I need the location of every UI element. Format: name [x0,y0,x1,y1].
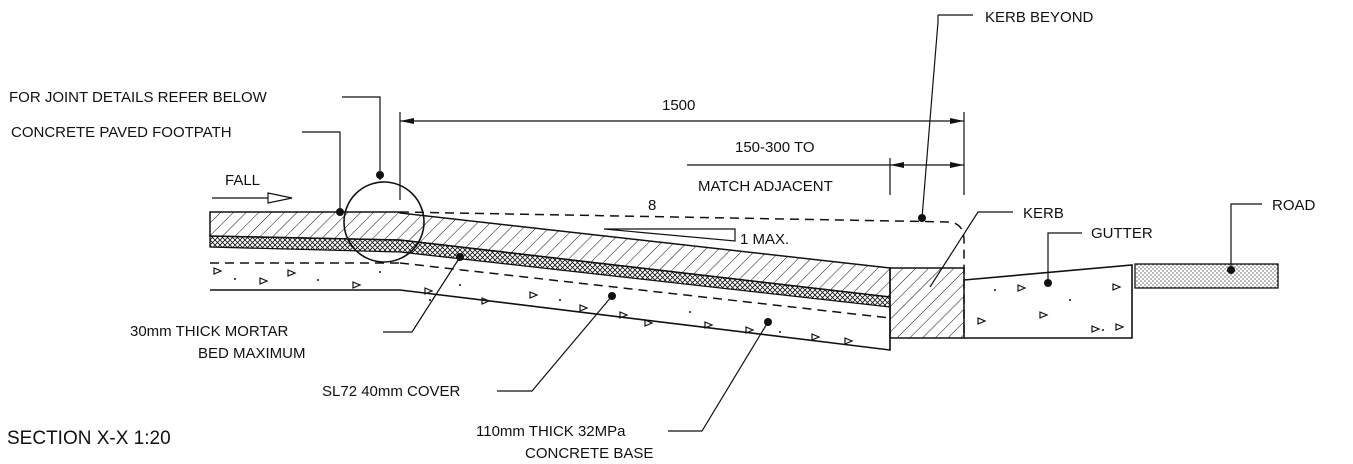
concrete-footpath-label: CONCRETE PAVED FOOTPATH [11,124,232,141]
joint-detail-circle [343,181,425,263]
base-label-line1: 110mm THICK 32MPa [476,423,626,440]
slope-indicator [603,228,736,242]
dimension-overall-label: 1500 [662,97,695,114]
kerb-block [889,267,965,339]
dimension-overall [399,112,965,200]
joint-details-label: FOR JOINT DETAILS REFER BELOW [9,89,268,106]
drawing-title: SECTION X-X 1:20 [7,428,171,449]
kerb-beyond-label: KERB BEYOND [985,9,1094,26]
fall-arrow [212,192,293,204]
slope-rise-label: 1 MAX. [740,231,789,248]
mortar-label-line2: BED MAXIMUM [198,345,306,362]
gutter-label: GUTTER [1091,225,1153,242]
mesh-cover-label: SL72 40mm COVER [322,383,461,400]
base-label-line2: CONCRETE BASE [525,445,653,462]
kerb-beyond-outline [399,211,965,338]
dimension-offset-label-line1: 150-300 TO [735,139,815,156]
leader-lines [302,14,1262,432]
kerb-label: KERB [1023,205,1064,222]
mortar-label-line1: 30mm THICK MORTAR [130,323,289,340]
dimension-offset [687,158,964,195]
dimension-offset-label-line2: MATCH ADJACENT [698,178,833,195]
fall-label: FALL [225,172,260,189]
road-surface [1134,263,1279,289]
slope-run-label: 8 [648,197,656,214]
road-label: ROAD [1272,197,1316,214]
paving-layer [209,211,891,298]
